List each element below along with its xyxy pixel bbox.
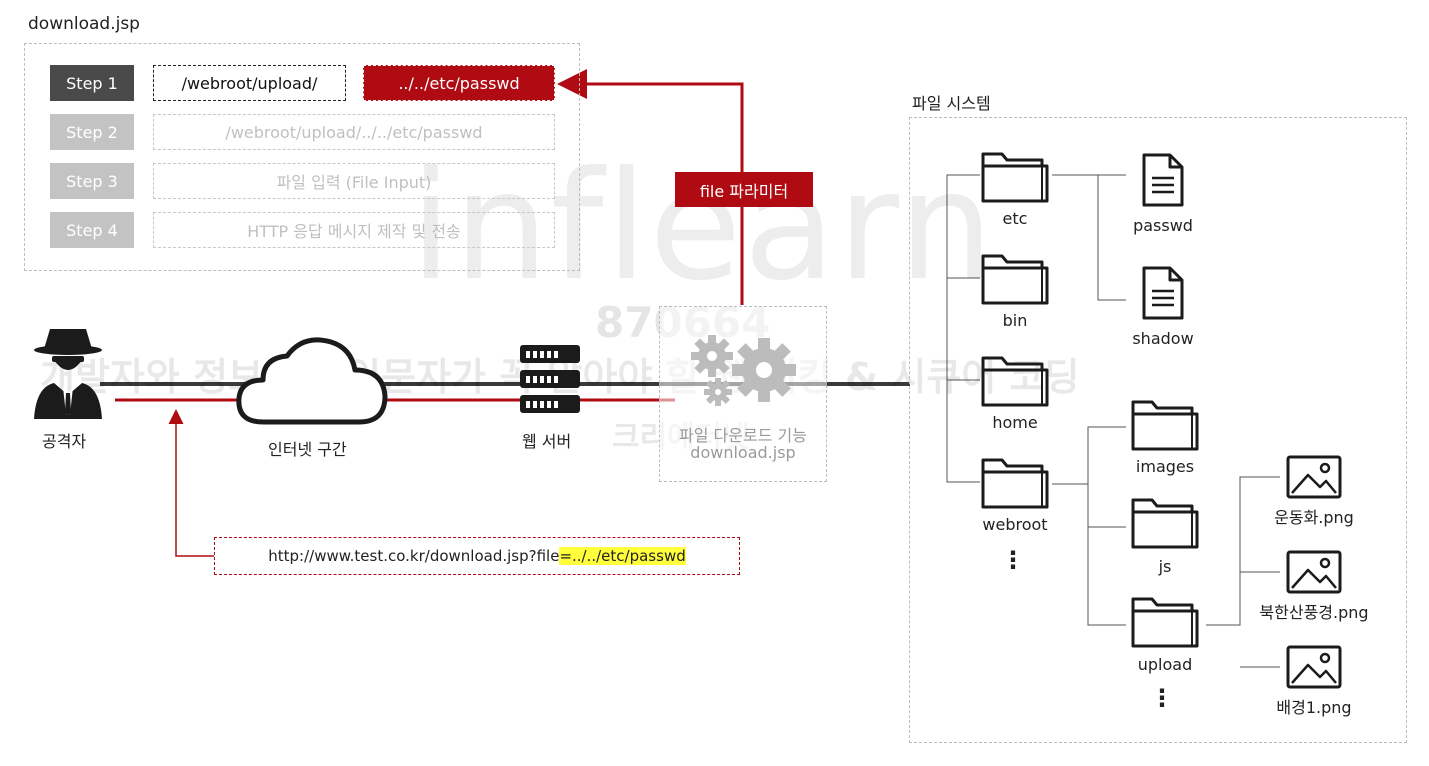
file-label-passwd: passwd	[1133, 216, 1193, 235]
jsp-box-title: download.jsp	[28, 14, 140, 34]
filesystem-title: 파일 시스템	[912, 94, 991, 113]
file-label-shadow: shadow	[1132, 329, 1194, 348]
webroot-ellipsis: ⋮	[1150, 684, 1174, 712]
cloud-icon	[233, 330, 391, 430]
step-2-tag: Step 2	[50, 114, 134, 150]
root-ellipsis: ⋮	[1001, 546, 1025, 574]
gears-icon	[688, 330, 800, 410]
feature-label-1: 파일 다운로드 기능	[679, 426, 807, 445]
step-3-field: 파일 입력 (File Input)	[153, 163, 555, 199]
folder-label-js: js	[1158, 557, 1172, 576]
step-3-tag: Step 3	[50, 163, 134, 199]
folder-label-bin: bin	[1002, 311, 1028, 330]
image-label-background: 배경1.png	[1276, 698, 1352, 717]
attacker-label: 공격자	[42, 432, 87, 451]
folder-label-etc: etc	[1002, 209, 1028, 228]
file-param-label: file 파라미터	[675, 172, 813, 207]
step-1-field: /webroot/upload/	[153, 65, 346, 101]
internet-label: 인터넷 구간	[268, 440, 347, 459]
request-url-highlight: =../../etc/passwd	[559, 547, 686, 565]
filesystem-box	[909, 117, 1407, 743]
request-url-prefix: http://www.test.co.kr/download.jsp?file	[268, 547, 560, 565]
url-arrow	[168, 409, 214, 557]
jsp-box	[24, 43, 580, 271]
image-label-mountain: 북한산풍경.png	[1259, 603, 1369, 622]
step-4-field: HTTP 응답 메시지 제작 및 전송	[153, 212, 555, 248]
step-1-extra: ../../etc/passwd	[363, 65, 555, 101]
folder-label-upload: upload	[1137, 655, 1193, 674]
feature-label-2: download.jsp	[690, 443, 796, 462]
webserver-label: 웹 서버	[522, 432, 572, 451]
folder-label-webroot: webroot	[982, 515, 1048, 534]
folder-label-images: images	[1135, 457, 1195, 476]
folder-label-home: home	[992, 413, 1038, 432]
step-1-tag: Step 1	[50, 65, 134, 101]
server-icon	[520, 345, 580, 415]
request-url-box: http://www.test.co.kr/download.jsp?file=…	[214, 537, 740, 575]
param-arrow	[557, 69, 744, 305]
step-4-tag: Step 4	[50, 212, 134, 248]
image-label-shoes: 운동화.png	[1274, 508, 1354, 527]
tree-lines	[946, 174, 1280, 668]
step-2-field: /webroot/upload/../../etc/passwd	[153, 114, 555, 150]
attacker-icon	[30, 325, 106, 419]
